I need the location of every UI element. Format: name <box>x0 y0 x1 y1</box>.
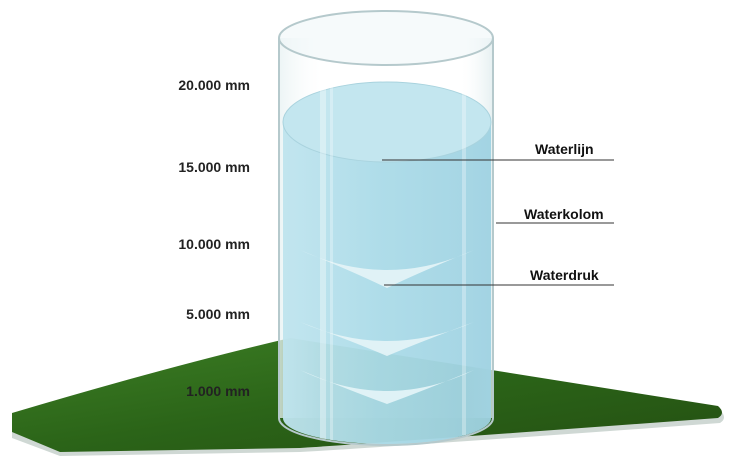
water-pressure-label: Waterdruk <box>530 267 599 283</box>
water-column <box>282 81 492 444</box>
scale-label-15000: 15.000 mm <box>178 159 250 175</box>
scale-label-20000: 20.000 mm <box>178 77 250 93</box>
callout-lines <box>382 159 614 286</box>
scale-label-5000: 5.000 mm <box>186 306 250 322</box>
waterline-label: Waterlijn <box>535 141 594 157</box>
water-surface <box>282 81 492 163</box>
pressure-chevrons <box>300 250 474 404</box>
water-column-label: Waterkolom <box>524 206 604 222</box>
scale-label-10000: 10.000 mm <box>178 236 250 252</box>
glass-cylinder <box>278 10 494 446</box>
glass-rim <box>278 10 494 66</box>
scale-label-1000: 1.000 mm <box>186 383 250 399</box>
